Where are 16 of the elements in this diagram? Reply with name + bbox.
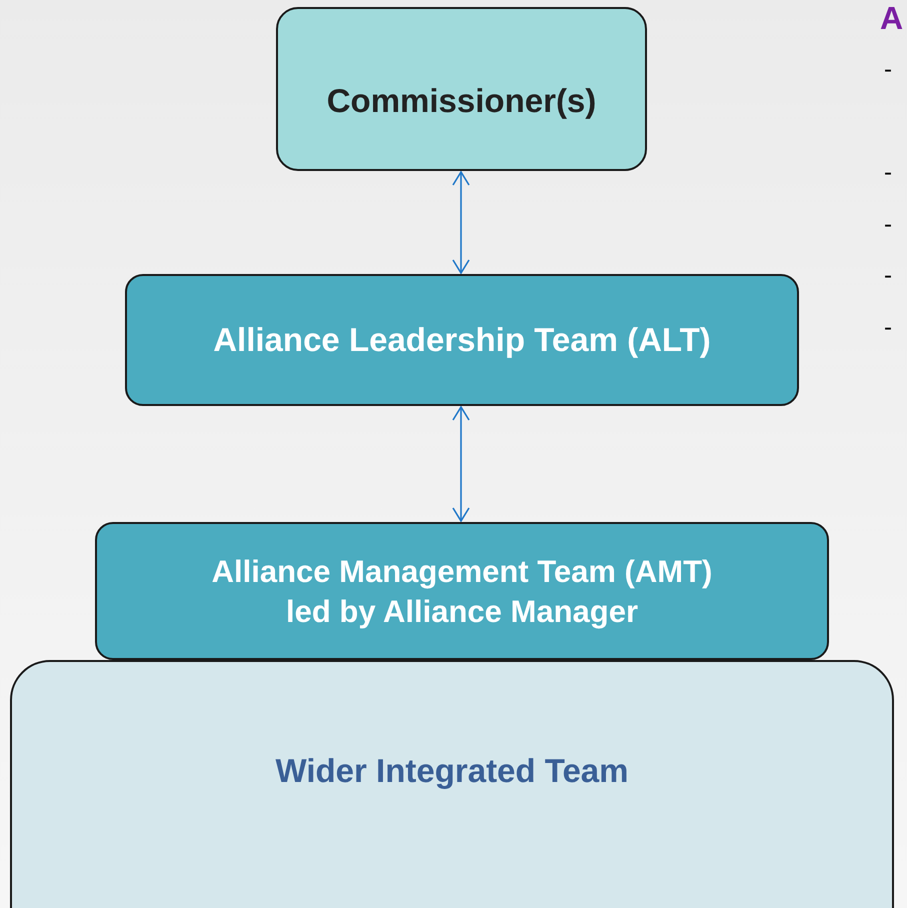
box-label: Wider Integrated Team <box>276 751 628 791</box>
team-box <box>276 7 647 171</box>
team-box <box>10 660 894 908</box>
double-arrow <box>452 406 470 522</box>
list-dash: - <box>884 313 892 343</box>
double-arrow <box>452 171 470 274</box>
box-label: Commissioner(s) <box>326 81 596 122</box>
list-dash: - <box>884 158 892 188</box>
box-label: Alliance Management Team (AMT) led by Alliance Manager <box>210 553 714 632</box>
team-box <box>125 274 799 406</box>
list-dash: - <box>884 261 892 291</box>
heading-letter: A <box>880 0 904 38</box>
box-label: Alliance Leadership Team (ALT) <box>213 320 711 360</box>
list-dash: - <box>884 210 892 240</box>
list-dash: - <box>884 55 892 85</box>
team-box <box>95 522 829 660</box>
